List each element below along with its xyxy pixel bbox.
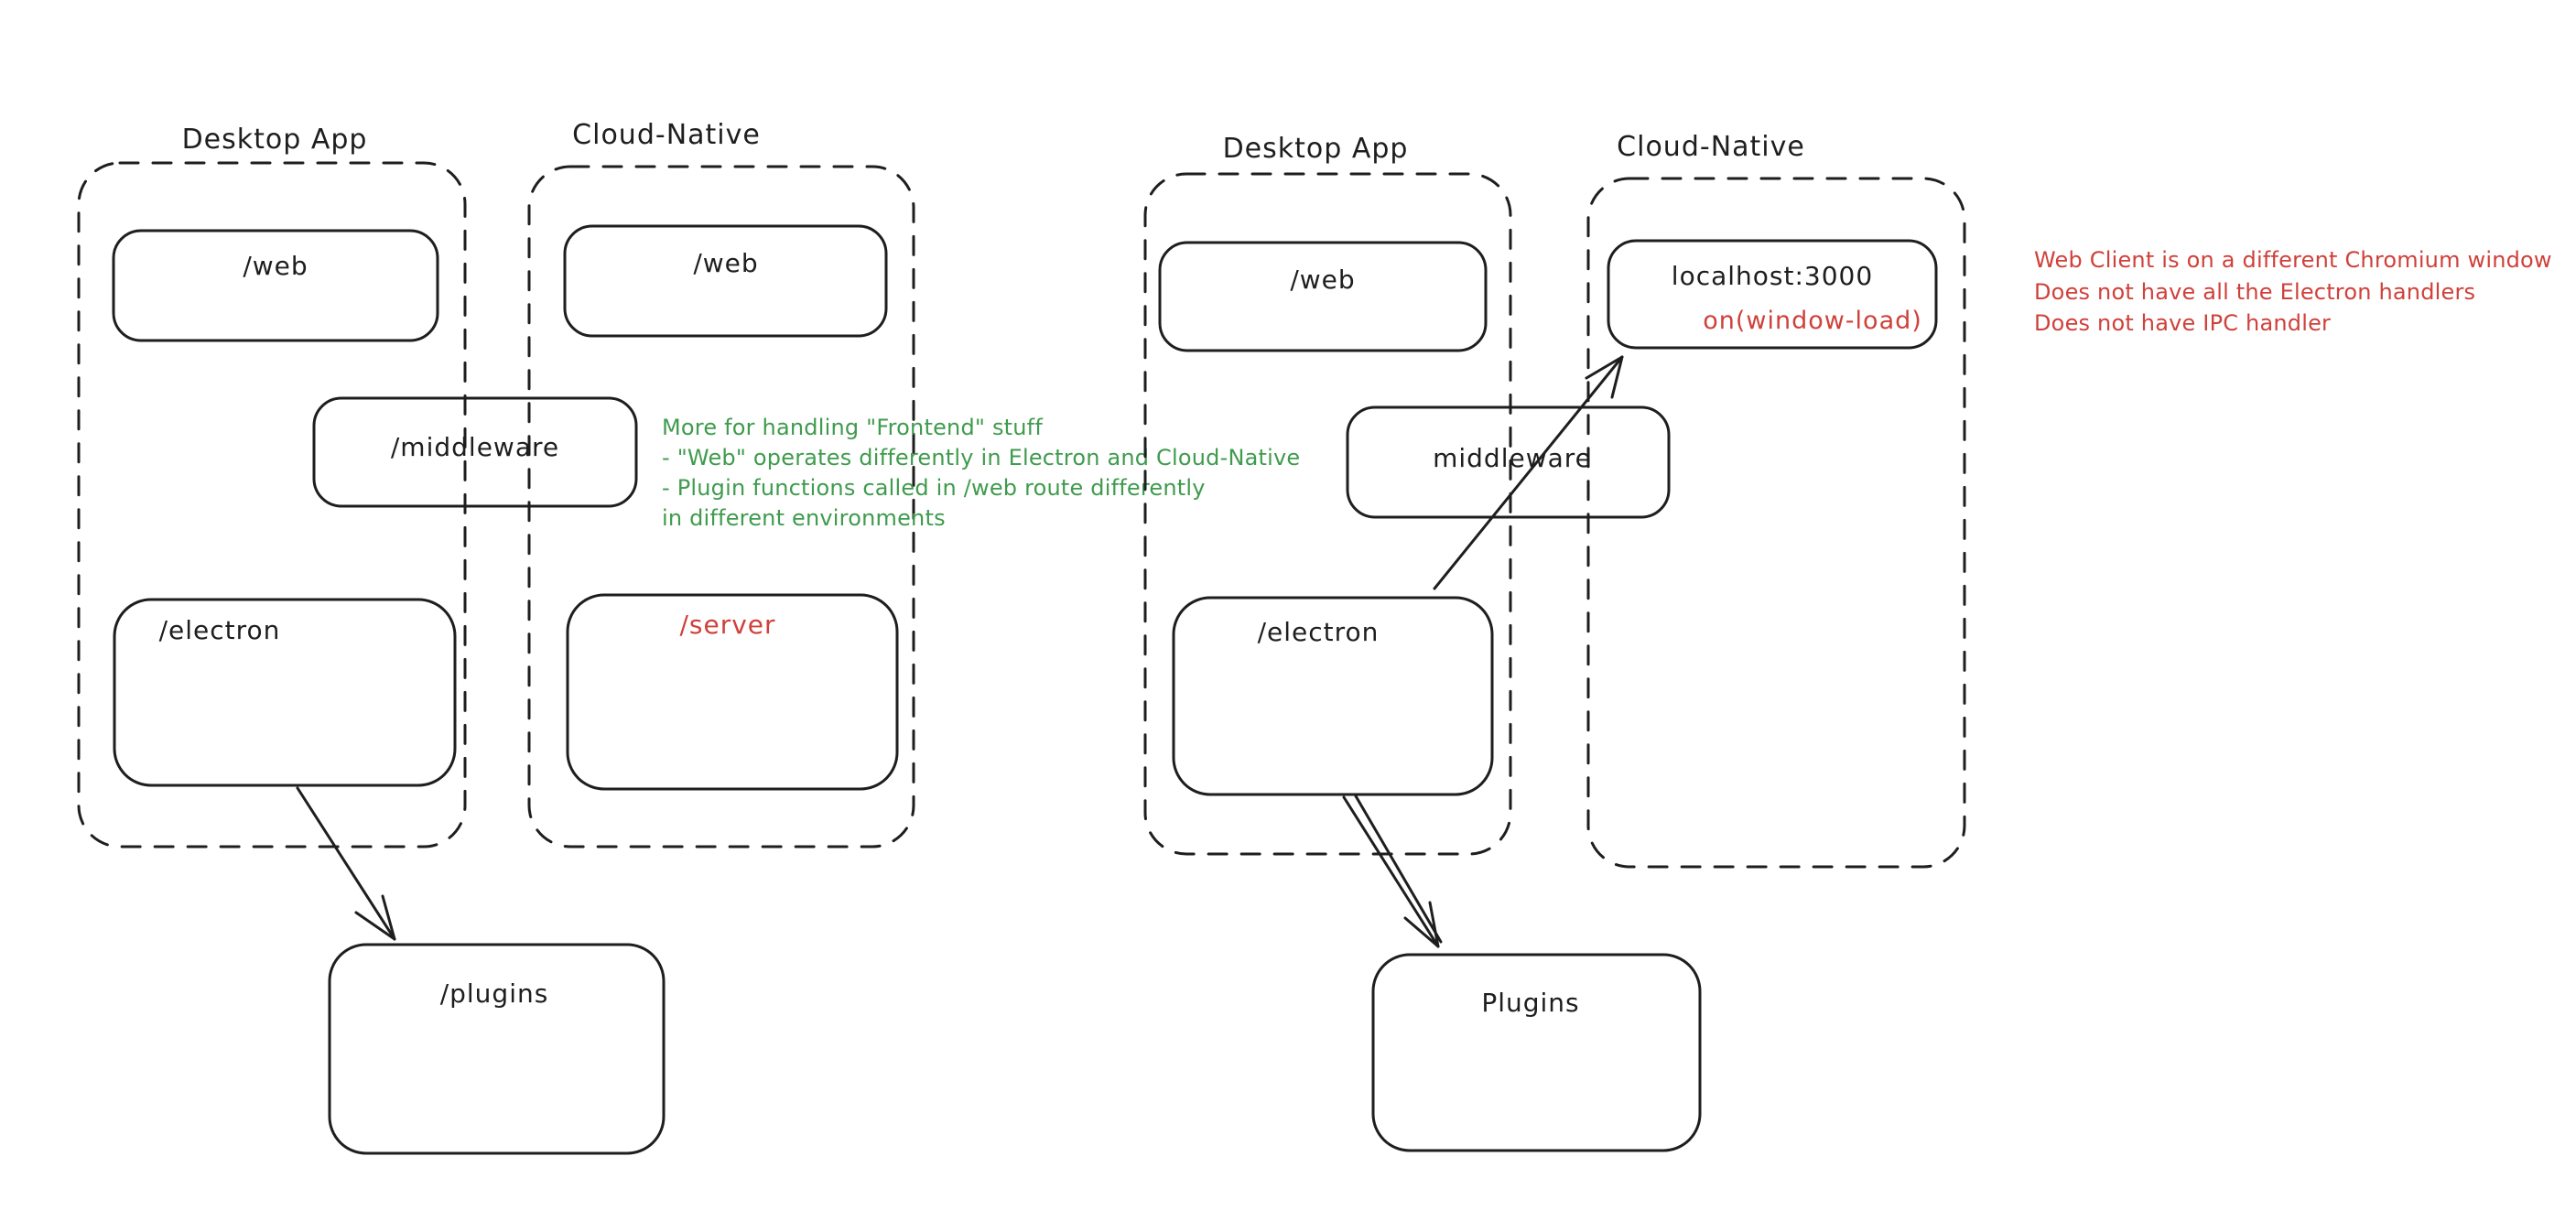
arrowhead-stroke bbox=[1585, 355, 1624, 380]
arrowhead-stroke bbox=[1610, 355, 1624, 399]
left-electron-label: /electron bbox=[159, 615, 281, 645]
right-web-box bbox=[1158, 241, 1488, 352]
right-localhost-box bbox=[1607, 239, 1938, 350]
arrowhead-stroke bbox=[381, 894, 396, 941]
left-web-cloud-box bbox=[563, 224, 888, 338]
red-note-line: Does not have all the Electron handlers bbox=[2034, 279, 2475, 305]
arrowhead-stroke bbox=[354, 911, 396, 941]
arrow-shaft bbox=[1433, 355, 1624, 590]
arrow-right-electron-to-localhost bbox=[1433, 355, 1624, 590]
left-web-desktop-label: /web bbox=[243, 251, 308, 281]
left-web-desktop-box bbox=[112, 229, 439, 342]
red-note-line: Web Client is on a different Chromium wi… bbox=[2034, 247, 2552, 273]
left-middleware-label: /middleware bbox=[391, 432, 559, 462]
right-electron-box bbox=[1172, 596, 1494, 796]
right-web-label: /web bbox=[1290, 265, 1355, 295]
left-electron-box bbox=[113, 598, 457, 787]
left-plugins-box bbox=[328, 943, 666, 1155]
arrow-shaft bbox=[1342, 795, 1440, 948]
right-window-load-label: on(window-load) bbox=[1703, 307, 1922, 335]
left-desktop-group-label: Desktop App bbox=[182, 124, 368, 156]
right-plugins-box bbox=[1371, 953, 1702, 1152]
green-note-line: - Plugin functions called in /web route … bbox=[662, 475, 1206, 501]
red-note: Web Client is on a different Chromium wi… bbox=[2034, 247, 2552, 336]
left-server-label: /server bbox=[679, 610, 775, 640]
left-middleware-box bbox=[312, 396, 638, 508]
left-cloud-group-label: Cloud-Native bbox=[572, 119, 761, 151]
green-note-line: - "Web" operates differently in Electron… bbox=[662, 445, 1300, 470]
green-note-line: More for handling "Frontend" stuff bbox=[662, 415, 1043, 440]
green-note-line: in different environments bbox=[662, 505, 946, 531]
right-desktop-group-label: Desktop App bbox=[1223, 133, 1409, 165]
red-note-line: Does not have IPC handler bbox=[2034, 310, 2331, 336]
right-electron-label: /electron bbox=[1258, 617, 1380, 647]
right-cloud-group-outline bbox=[1586, 177, 1966, 869]
arrowhead-stroke bbox=[1403, 916, 1440, 948]
right-plugins-label: Plugins bbox=[1481, 988, 1579, 1018]
left-web-cloud-label: /web bbox=[693, 248, 758, 278]
arrowhead-stroke bbox=[1428, 901, 1440, 948]
arrow-shaft bbox=[296, 786, 396, 941]
left-plugins-label: /plugins bbox=[440, 978, 549, 1009]
right-middleware-box bbox=[1346, 405, 1671, 519]
right-desktop-group-outline bbox=[1143, 172, 1512, 856]
left-server-box bbox=[566, 593, 899, 791]
arrow-right-electron-to-plugins bbox=[1342, 793, 1443, 948]
green-note: More for handling "Frontend" stuff - "We… bbox=[662, 415, 1300, 531]
arrow-left-electron-to-plugins bbox=[296, 786, 396, 941]
arrow-shaft bbox=[1353, 793, 1443, 944]
right-localhost-label: localhost:3000 bbox=[1672, 261, 1873, 291]
right-middleware-label: middleware bbox=[1433, 443, 1592, 473]
right-cloud-group-label: Cloud-Native bbox=[1617, 131, 1805, 163]
